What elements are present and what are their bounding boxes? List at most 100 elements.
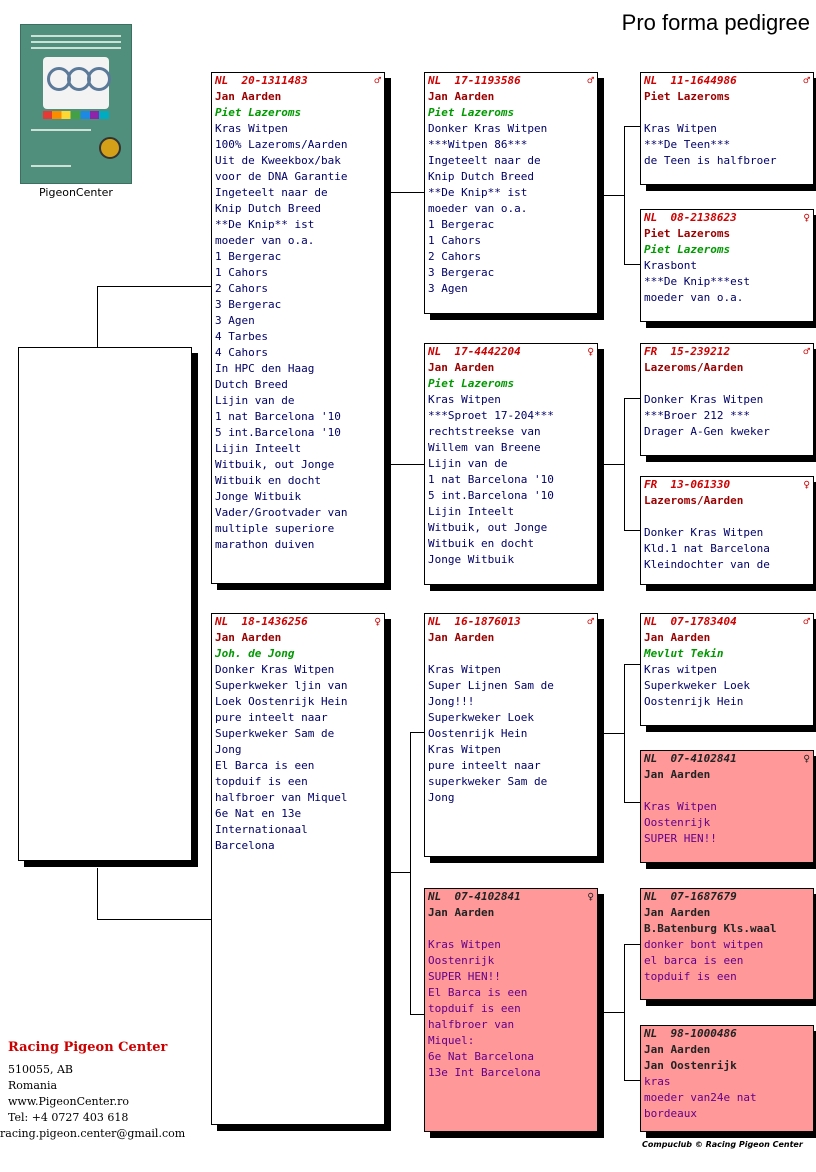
description-line: Witbuik en docht: [215, 474, 321, 487]
footer-email[interactable]: racing.pigeon.center@gmail.com: [0, 1127, 186, 1140]
description-line: Ingeteelt naar de: [428, 154, 541, 167]
female-icon: ♀: [803, 478, 810, 491]
card-header: FR 13-061330♀: [644, 477, 810, 493]
description-line: Jonge Witbuik: [428, 553, 515, 566]
description-line: 3 Bergerac: [428, 266, 495, 279]
country-code: FR: [644, 478, 658, 491]
breeder-name: Jan Aarden: [215, 90, 282, 103]
footer-website[interactable]: www.PigeonCenter.ro: [8, 1095, 129, 1108]
description-line: Kras Witpen: [428, 938, 501, 951]
country-code: NL: [428, 890, 442, 903]
owner-name: [644, 376, 810, 392]
description-line: Super Lijnen Sam de: [428, 679, 554, 692]
description-line: SUPER HEN!!: [428, 970, 501, 983]
description-line: Drager A-Gen kweker: [644, 425, 770, 438]
description-line: 4 Cahors: [215, 346, 268, 359]
ring-id: 20-1311483: [241, 74, 308, 87]
ring-number: NL 16-1876013: [428, 614, 521, 630]
description-line: 2 Cahors: [428, 250, 481, 263]
country-code: NL: [644, 752, 658, 765]
ring-id: 17-1193586: [454, 74, 521, 87]
description-line: Jong: [215, 743, 242, 756]
description-line: Knip Dutch Breed: [428, 170, 534, 183]
connector: [598, 464, 624, 465]
connector: [624, 126, 640, 127]
ring-id: 07-4102841: [454, 890, 521, 903]
breeder-name: Jan Aarden: [644, 906, 711, 919]
award-seal-icon: [99, 137, 121, 159]
card-header: NL 17-1193586♂: [428, 73, 594, 89]
compuclub-credit: Compuclub © Racing Pigeon Center: [642, 1140, 803, 1149]
rpc-logo-mark: [43, 57, 111, 109]
ring-number: NL 07-1687679: [644, 889, 737, 905]
country-code: NL: [644, 890, 658, 903]
description-line: Lijin Inteelt: [428, 505, 515, 518]
description-line: Superkweker Sam de: [215, 727, 335, 740]
description-line: Loek Oostenrijk Hein: [215, 695, 348, 708]
connector: [410, 1014, 424, 1015]
description-line: 6e Nat en 13e: [215, 807, 302, 820]
ring-id: 08-2138623: [670, 211, 737, 224]
ring-id: 15-239212: [670, 345, 731, 358]
card-header: NL 07-1687679: [644, 889, 810, 905]
country-code: NL: [644, 74, 658, 87]
description-line: ***De Knip***est: [644, 275, 750, 288]
breeder-name: Jan Aarden: [644, 1043, 711, 1056]
connector: [624, 1080, 640, 1081]
subject-box: [18, 347, 192, 861]
description-line: Kras witpen: [644, 663, 717, 676]
description-line: Lijin van de: [428, 457, 508, 470]
description-line: Witbuik en docht: [428, 537, 534, 550]
description-line: moeder van o.a.: [215, 234, 315, 247]
connector: [624, 126, 625, 264]
description-line: 13e Int Barcelona: [428, 1066, 541, 1079]
description-line: Oostenrijk: [644, 816, 711, 829]
ring-number: NL 07-4102841: [644, 751, 737, 767]
country-code: NL: [215, 615, 229, 628]
male-icon: ♂: [374, 74, 381, 87]
connector: [410, 732, 411, 1014]
pigeon-center-logo: [20, 24, 132, 184]
description-line: Kras Witpen: [428, 663, 501, 676]
male-icon: ♂: [587, 615, 594, 628]
connector: [624, 264, 640, 265]
card-header: NL 07-4102841♀: [428, 889, 594, 905]
description-line: superkweker Sam de: [428, 775, 548, 788]
description-line: Superkweker ljin van: [215, 679, 348, 692]
male-icon: ♂: [803, 74, 810, 87]
male-icon: ♂: [803, 615, 810, 628]
card-header: NL 17-4442204♀: [428, 344, 594, 360]
description-line: moeder van o.a.: [428, 202, 528, 215]
footer-contact: Racing Pigeon Center 510055, AB Romania …: [0, 1040, 185, 1142]
description-line: Kras Witpen: [428, 393, 501, 406]
description-line: Superkweker Loek: [644, 679, 750, 692]
description-line: Kld.1 nat Barcelona: [644, 542, 770, 555]
ring-number: NL 17-1193586: [428, 73, 521, 89]
description-line: 1 Bergerac: [215, 250, 282, 263]
description-line: Uit de Kweekbox/bak: [215, 154, 341, 167]
female-icon: ♀: [803, 752, 810, 765]
description-line: Miquel:: [428, 1034, 475, 1047]
connector: [624, 398, 625, 530]
breeder-name: Jan Aarden: [644, 768, 711, 781]
card-header: NL 08-2138623♀: [644, 210, 810, 226]
description-line: topduif is een: [428, 1002, 521, 1015]
ring-id: 18-1436256: [241, 615, 308, 628]
breeder-name: Piet Lazeroms: [644, 90, 731, 103]
description-line: Kleindochter van de: [644, 558, 770, 571]
card-header: NL 07-1783404♂: [644, 614, 810, 630]
connector: [624, 664, 640, 665]
breeder-name: Jan Aarden: [644, 631, 711, 644]
connector: [624, 802, 640, 803]
description-line: 3 Agen: [215, 314, 255, 327]
description-line: Internationaal: [215, 823, 308, 836]
breeder-name: Jan Aarden: [428, 631, 495, 644]
breeder-name: Lazeroms/Aarden: [644, 361, 744, 374]
owner-name: Piet Lazeroms: [644, 243, 731, 256]
